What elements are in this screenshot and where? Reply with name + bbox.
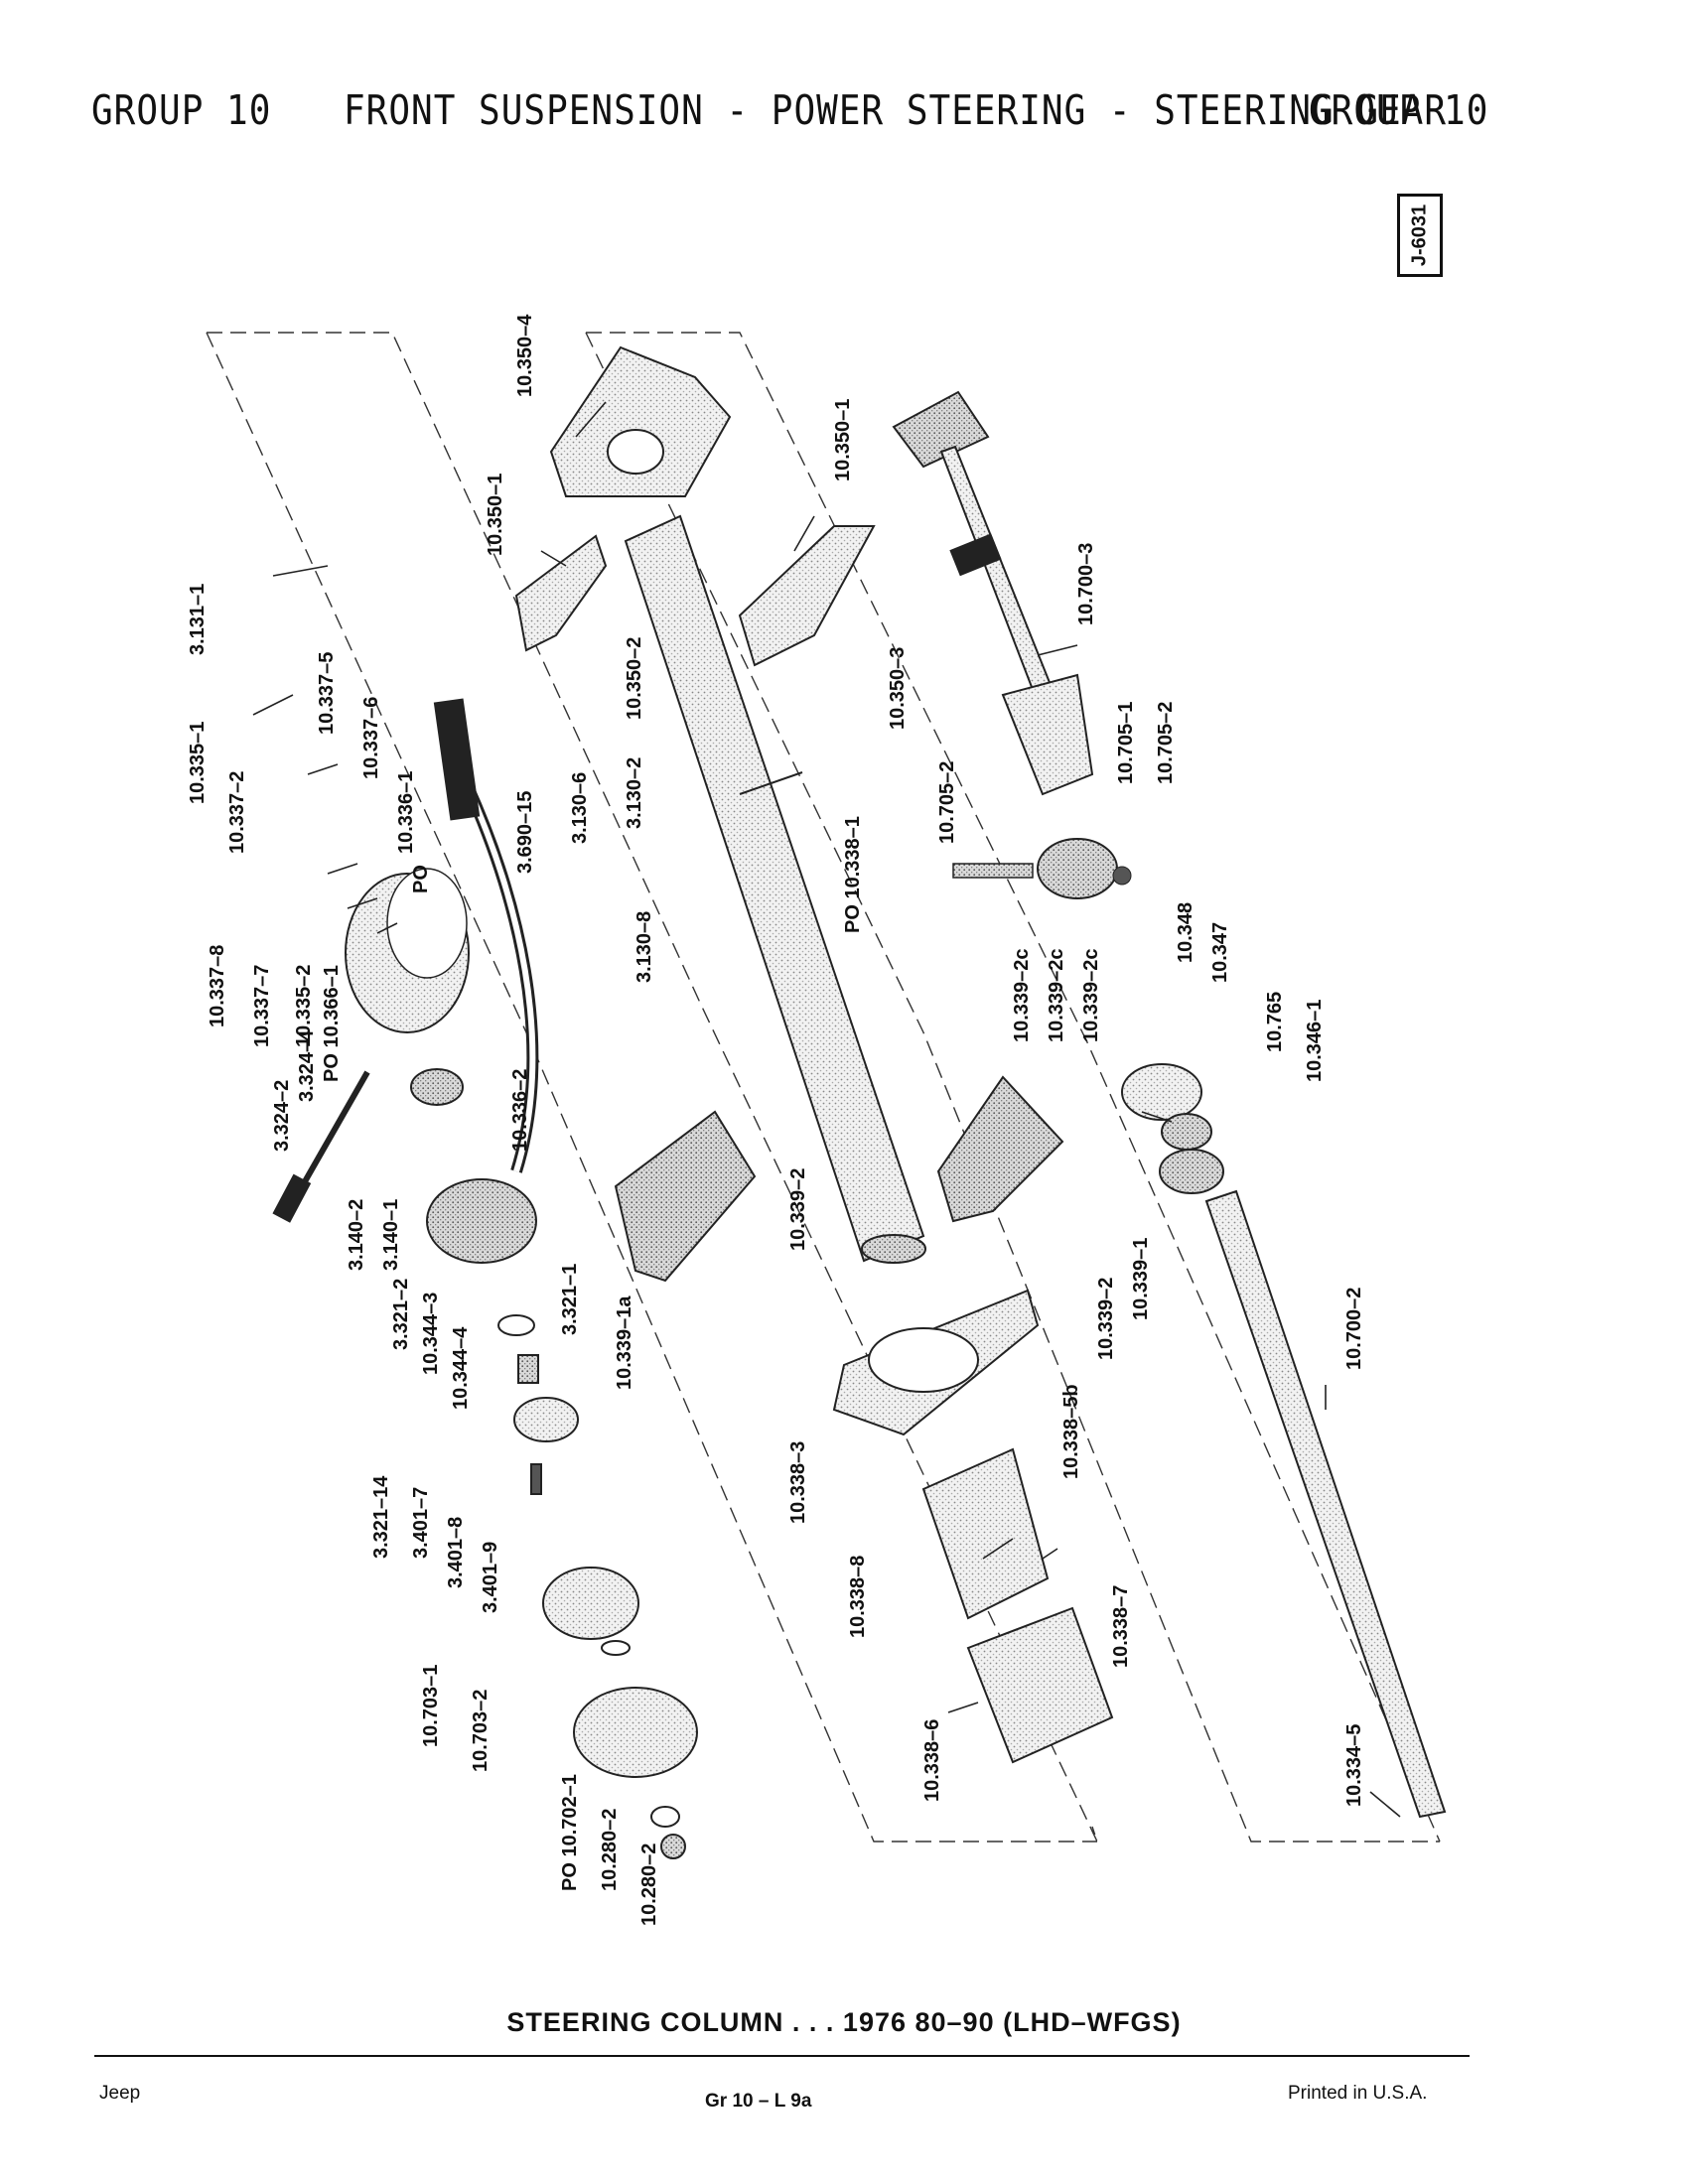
small-parts — [497, 1314, 698, 1859]
part-label: 10.705–1 — [1115, 702, 1137, 784]
part-label: 10.337–7 — [251, 965, 273, 1047]
lower-gasket — [832, 1289, 1040, 1436]
part-label: 10.337–5 — [316, 652, 338, 735]
part-label: 10.700–2 — [1343, 1288, 1365, 1370]
part-label: 10.335–2 — [293, 965, 315, 1047]
lever-assembly — [272, 1070, 370, 1223]
part-label: 3.401–7 — [410, 1487, 432, 1559]
steering-shaft — [1204, 1189, 1447, 1819]
part-label: 3.321–1 — [559, 1264, 581, 1335]
bearing-rings — [1121, 1063, 1224, 1194]
part-label: 10.700–3 — [1075, 543, 1097, 625]
figure-caption: STEERING COLUMN . . . 1976 80–90 (LHD–WF… — [506, 2007, 1182, 2037]
part-label: 3.401–9 — [480, 1542, 501, 1613]
column-support-brackets — [614, 1075, 1064, 1283]
part-label: 3.401–8 — [445, 1517, 467, 1588]
header-group-left: GROUP 10 — [91, 87, 272, 135]
figure-number-box: J-6031 — [1397, 194, 1443, 277]
part-label: 3.324–2 — [271, 1080, 293, 1152]
part-label: 10.338–8 — [847, 1556, 869, 1638]
part-label: 10.334–5 — [1343, 1724, 1365, 1807]
part-label: 10.350–3 — [887, 647, 909, 730]
header-title: FRONT SUSPENSION - POWER STEERING - STEE… — [344, 87, 1448, 135]
part-label: 10.338–7 — [1110, 1585, 1132, 1668]
part-label: 10.337–6 — [360, 697, 382, 779]
part-label: 10.703–1 — [420, 1665, 442, 1747]
part-label: 10.347 — [1209, 922, 1231, 983]
part-label: 10.280–2 — [599, 1809, 621, 1891]
turn-signal-switch — [426, 1178, 537, 1264]
part-label: 10.338–6 — [921, 1719, 943, 1802]
part-label: 10.336–2 — [509, 1069, 531, 1152]
part-label: 3.324–4 — [296, 1029, 318, 1102]
part-label: 10.344–4 — [450, 1326, 472, 1410]
part-label: 10.336–1 — [395, 771, 417, 854]
part-label: 3.130–2 — [624, 757, 645, 829]
part-label: 10.339–1 — [1130, 1238, 1152, 1320]
part-label: 10.703–2 — [470, 1690, 492, 1772]
footer-page-ref: Gr 10 – L 9a — [705, 2091, 812, 2112]
part-label: 3.321–14 — [370, 1475, 392, 1559]
footer-brand: Jeep — [99, 2083, 141, 2104]
mounting-brackets — [514, 525, 876, 667]
part-label: PO 10.366–1 — [321, 965, 343, 1082]
part-label: 3.130–8 — [633, 911, 655, 983]
part-label: 10.339–2c — [1080, 948, 1102, 1042]
part-label: PO — [410, 865, 432, 893]
part-label: PO 10.702–1 — [559, 1774, 581, 1891]
wiring-harness — [433, 698, 539, 1173]
part-label: 10.280–2 — [638, 1843, 660, 1926]
part-label: 3.131–1 — [187, 584, 209, 655]
part-label: 10.335–1 — [187, 722, 209, 804]
part-label: 3.690–15 — [514, 791, 536, 874]
part-label: 10.339–2c — [1046, 948, 1067, 1042]
bearing-ring — [410, 1068, 464, 1106]
part-label: 10.338–3 — [787, 1441, 809, 1524]
part-label: 3.130–6 — [569, 772, 591, 844]
part-label: 10.339–2 — [1095, 1278, 1117, 1360]
part-label: 10.346–1 — [1304, 1000, 1326, 1082]
steering-column-jacket — [624, 514, 926, 1264]
dash-gasket — [549, 345, 732, 497]
part-label: 10.348 — [1175, 902, 1196, 963]
part-label: 10.350–1 — [485, 474, 506, 556]
part-label: 10.350–2 — [624, 637, 645, 720]
part-label: PO 10.338–1 — [842, 816, 864, 933]
part-label: 3.140–1 — [380, 1199, 402, 1271]
part-label: 10.350–4 — [514, 314, 536, 397]
coupling-flange — [952, 838, 1132, 899]
part-label-group: 3.131–1 10.335–1 10.337–5 10.337–2 10.33… — [187, 314, 1365, 1926]
intermediate-shaft — [892, 390, 1094, 796]
part-label: 10.344–3 — [420, 1293, 442, 1375]
part-label: 10.705–2 — [1155, 702, 1177, 784]
part-label: 10.765 — [1264, 992, 1286, 1052]
lower-housing — [921, 1447, 1114, 1764]
turn-signal-housing — [345, 868, 470, 1033]
footer-rule — [94, 2055, 1470, 2057]
part-label: 10.339–2 — [787, 1168, 809, 1251]
part-label: 10.339–2c — [1011, 948, 1033, 1042]
part-label: 10.705–2 — [936, 761, 958, 844]
part-label: 10.338–5b — [1060, 1384, 1082, 1479]
leader-lines — [252, 401, 1401, 1818]
dashed-outline — [206, 332, 1441, 1843]
part-label: 3.321–2 — [390, 1279, 412, 1350]
footer-printed: Printed in U.S.A. — [1288, 2083, 1428, 2104]
part-label: 10.350–1 — [832, 399, 854, 481]
header-group-right: GROUP 10 — [1309, 87, 1489, 135]
part-label: 10.337–2 — [226, 771, 248, 854]
part-label: 10.337–8 — [207, 945, 228, 1027]
part-label: 3.140–2 — [346, 1199, 367, 1271]
part-label: 10.339–1a — [614, 1296, 635, 1390]
